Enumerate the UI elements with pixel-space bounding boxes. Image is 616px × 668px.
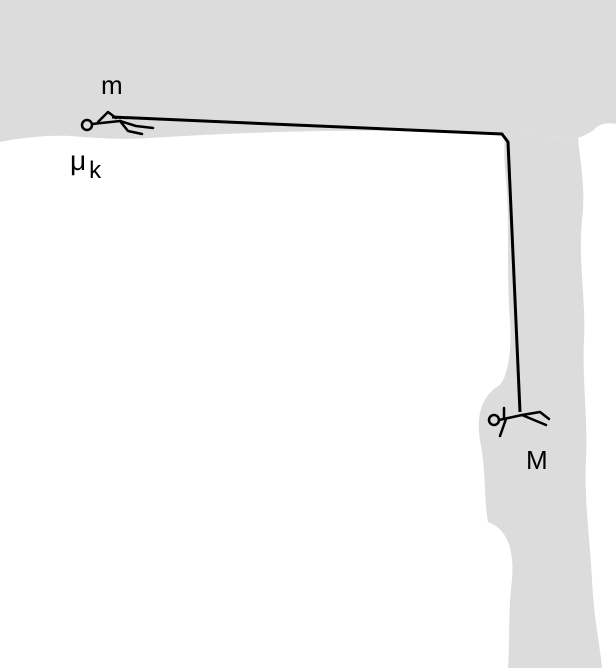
climber-M-leg-lower — [520, 413, 548, 427]
climber-m-body — [90, 119, 122, 126]
climber-M-leg-upper — [520, 410, 551, 421]
climber-m-arm — [96, 110, 118, 124]
climber-M-figure — [487, 406, 551, 438]
friction-subscript: k — [89, 157, 102, 184]
rope — [111, 115, 522, 413]
hanging-mass-label: M — [526, 445, 548, 475]
climber-m-figure — [80, 110, 155, 136]
top-mass-label: m — [101, 70, 123, 100]
rock-wall — [478, 134, 602, 668]
climber-M-arm-down — [498, 417, 508, 438]
friction-symbol: μ — [70, 145, 86, 176]
climber-m-leg-lower — [118, 119, 144, 136]
climber-m-leg-upper — [118, 119, 155, 130]
rock-ledge — [0, 0, 616, 142]
